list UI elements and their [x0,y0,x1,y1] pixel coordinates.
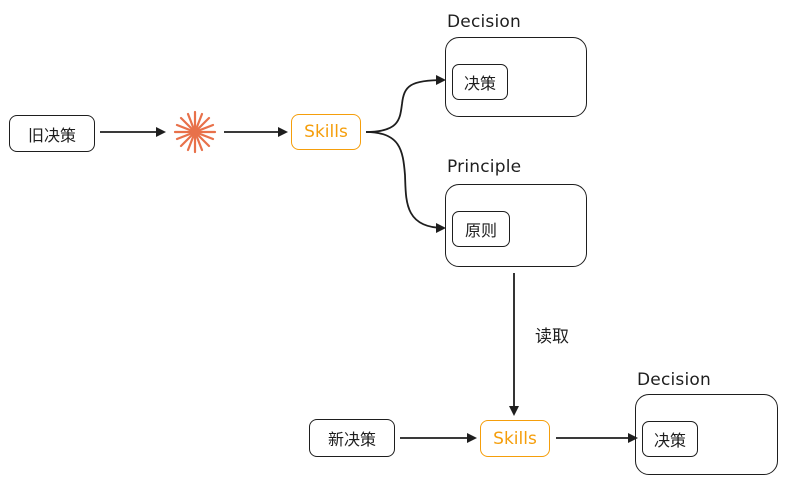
decision-container-top [445,37,587,117]
skills-label-bottom: Skills [493,428,537,449]
skills-node-bottom: Skills [480,420,550,457]
decision-container-bottom [635,394,778,475]
principle-item-label: 原则 [464,221,497,240]
decision-item-bottom: 决策 [642,421,698,457]
skills-label-top: Skills [304,122,348,142]
new-decision-node: 新决策 [309,419,395,457]
principle-item: 原则 [452,211,510,247]
arrow-skills-to-principle [365,131,446,233]
old-decision-label: 旧决策 [27,125,76,145]
decision-title-bottom: Decision [637,370,711,390]
old-decision-node: 旧决策 [9,115,95,152]
principle-container [445,184,587,267]
principle-title: Principle [447,157,522,177]
decision-item-top: 决策 [452,64,508,100]
decision-item-top-label: 决策 [463,74,496,93]
skills-node-top: Skills [291,114,361,150]
decision-item-bottom-label: 决策 [653,431,686,450]
starburst-icon [173,110,217,154]
new-decision-label: 新决策 [327,430,376,449]
arrow-skills-to-decision [365,75,446,133]
read-edge-label: 读取 [535,327,569,347]
decision-title-top: Decision [447,12,521,32]
